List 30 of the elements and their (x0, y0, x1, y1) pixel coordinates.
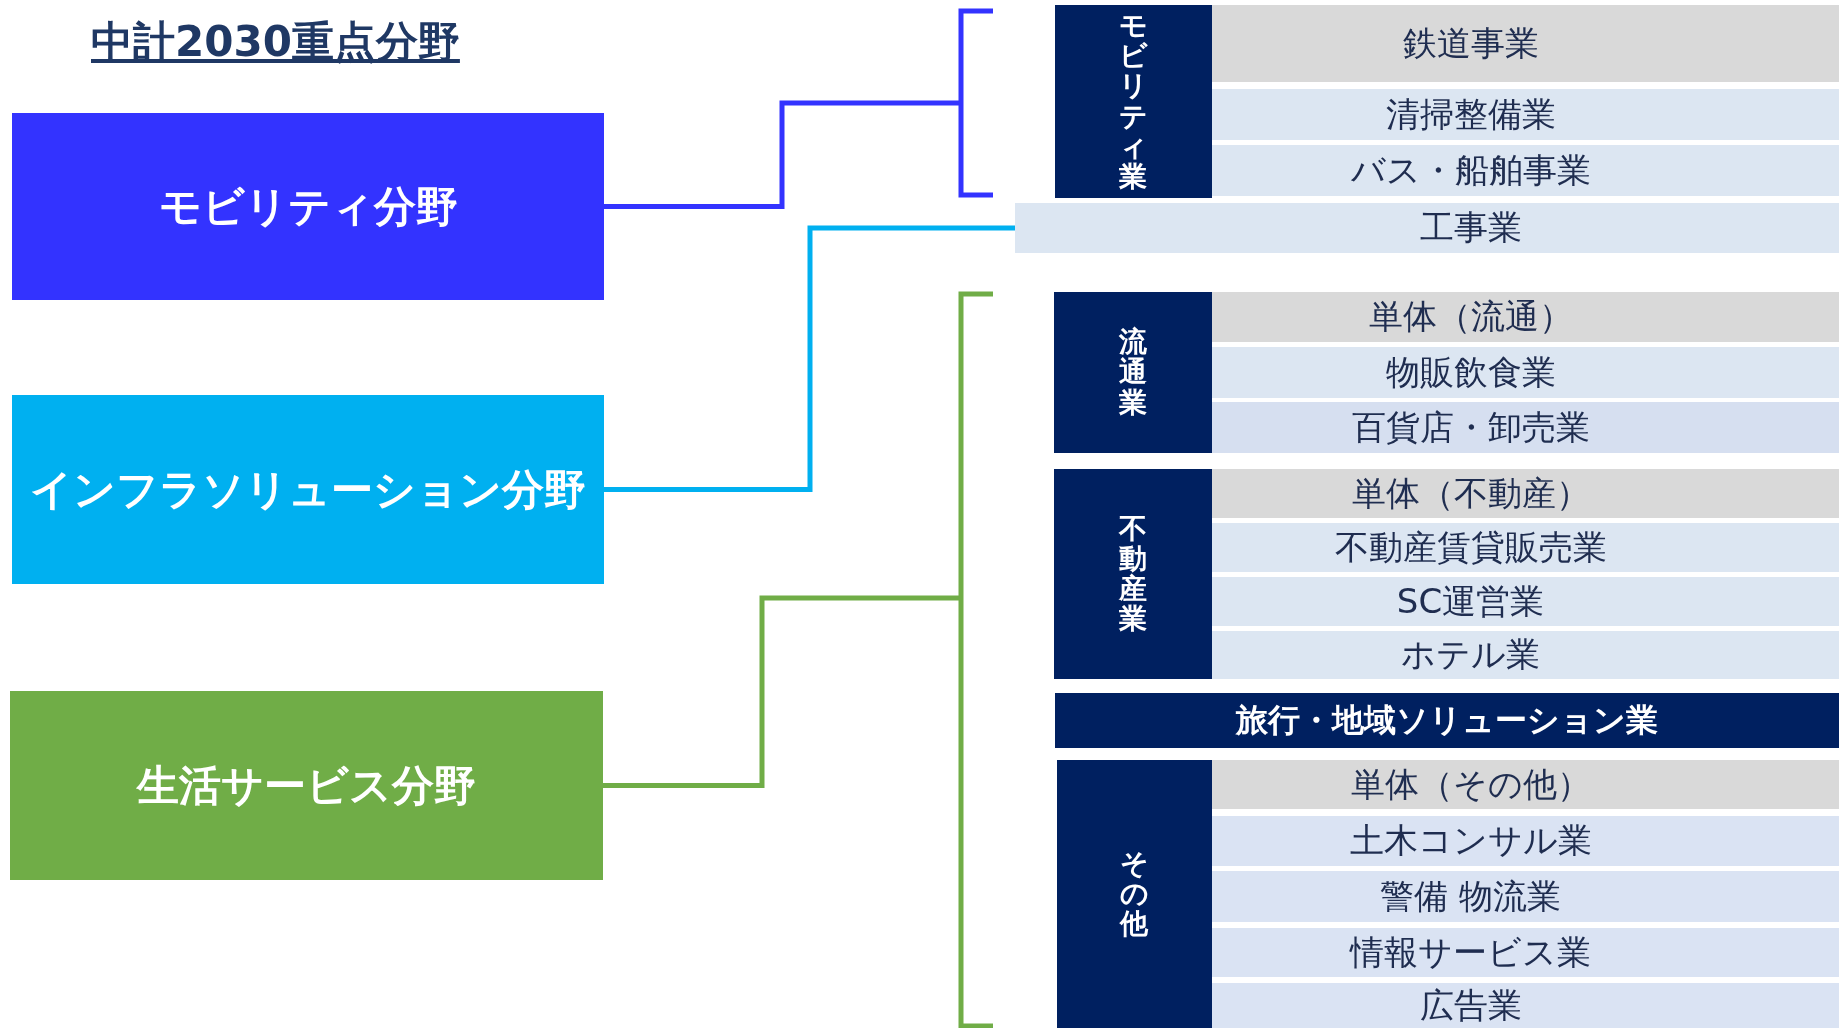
category-box: モビリティ分野 (12, 113, 604, 300)
category-box: インフラソリューション分野 (12, 395, 604, 584)
business-row: 鉄道事業 (1212, 5, 1839, 82)
title: 中計2030重点分野 (91, 16, 460, 68)
business-row: 情報サービス業 (1212, 928, 1839, 977)
connector-line (604, 225, 1015, 492)
business-row: 単体（不動産） (1212, 469, 1839, 518)
group-label: 不動産業 (1054, 469, 1212, 679)
business-row: 広告業 (1212, 983, 1839, 1028)
group-label: 旅行・地域ソリューション業 (1055, 693, 1839, 748)
business-row: 物販飲食業 (1212, 347, 1839, 398)
business-row: 百貨店・卸売業 (1212, 402, 1839, 453)
connector-line (603, 595, 959, 788)
group-label: 流通業 (1054, 292, 1212, 453)
business-row: 清掃整備業 (1212, 89, 1839, 140)
connector-line (604, 100, 959, 209)
business-row: SC運営業 (1212, 577, 1839, 626)
business-row: バス・船舶事業 (1212, 145, 1839, 196)
business-row: 警備 物流業 (1212, 871, 1839, 922)
business-row: 不動産賃貸販売業 (1212, 523, 1839, 572)
business-row: 単体（その他） (1212, 760, 1839, 809)
category-box: 生活サービス分野 (10, 691, 603, 880)
group-label: モビリティ業 (1055, 5, 1212, 198)
business-row: 土木コンサル業 (1212, 816, 1839, 866)
business-row: 工事業 (1015, 203, 1839, 253)
business-row: 単体（流通） (1212, 292, 1839, 342)
group-label: その他 (1057, 760, 1212, 1028)
bracket (959, 292, 993, 1028)
bracket (959, 9, 993, 197)
business-row: ホテル業 (1212, 631, 1839, 679)
